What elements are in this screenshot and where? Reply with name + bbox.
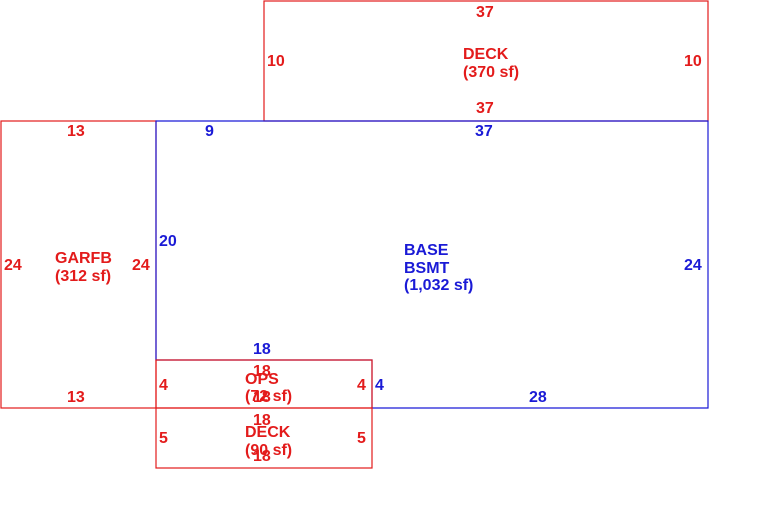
garfb-dim-bottom: 13 xyxy=(67,389,85,406)
base-dim-left: 20 xyxy=(159,233,177,250)
deck-top-area: 37 10 10 37 DECK (370 sf) xyxy=(263,0,709,122)
base-label-line1: BASE xyxy=(404,242,449,259)
base-dim-top: 37 xyxy=(475,123,493,140)
base-dim-bottom: 28 xyxy=(529,389,547,406)
ops-area: 18 4 4 18 OPS (72 sf) xyxy=(155,359,373,409)
deck-top-dim-left: 10 xyxy=(267,53,285,70)
garfb-dim-left: 24 xyxy=(4,257,22,274)
base-area: 9 37 20 24 28 18 4 BASE BSMT (1,032 sf) xyxy=(155,120,709,409)
garfb-dim-right: 24 xyxy=(132,257,150,274)
deck-top-dim-bottom: 37 xyxy=(476,100,494,117)
ops-dim-left: 4 xyxy=(159,377,168,394)
deck-top-dim-right: 10 xyxy=(684,53,702,70)
ops-dim-top: 18 xyxy=(253,363,271,380)
deck-bottom-label: DECK xyxy=(245,424,291,441)
base-area-value: (1,032 sf) xyxy=(404,277,473,294)
ops-area-value: (72 sf) xyxy=(245,388,292,405)
garfb-dim-top: 13 xyxy=(67,123,85,140)
garfb-area: 13 24 24 13 GARFB (312 sf) xyxy=(0,120,157,409)
base-dim-top-left: 9 xyxy=(205,123,214,140)
base-dim-inner-left: 18 xyxy=(253,341,271,358)
deck-top-dim-top: 37 xyxy=(476,4,494,21)
deck-bottom-outline xyxy=(155,407,373,469)
deck-top-area-value: (370 sf) xyxy=(463,64,519,81)
deck-bottom-dim-right: 5 xyxy=(357,430,366,447)
deck-bottom-area-value: (90 sf) xyxy=(245,442,292,459)
garfb-area-value: (312 sf) xyxy=(55,268,111,285)
deck-bottom-dim-top: 18 xyxy=(253,412,271,429)
garfb-label: GARFB xyxy=(55,250,112,267)
ops-dim-right: 4 xyxy=(357,377,366,394)
base-dim-right: 24 xyxy=(684,257,702,274)
base-dim-inner-right: 4 xyxy=(375,377,384,394)
deck-bottom-area: 18 5 5 18 DECK (90 sf) xyxy=(155,407,373,469)
deck-bottom-dim-left: 5 xyxy=(159,430,168,447)
base-label-line2: BSMT xyxy=(404,260,450,277)
deck-top-label: DECK xyxy=(463,46,509,63)
ops-label: OPS xyxy=(245,371,279,388)
deck-bottom-dim-bottom: 18 xyxy=(253,448,271,465)
ops-dim-bottom: 18 xyxy=(253,389,271,406)
